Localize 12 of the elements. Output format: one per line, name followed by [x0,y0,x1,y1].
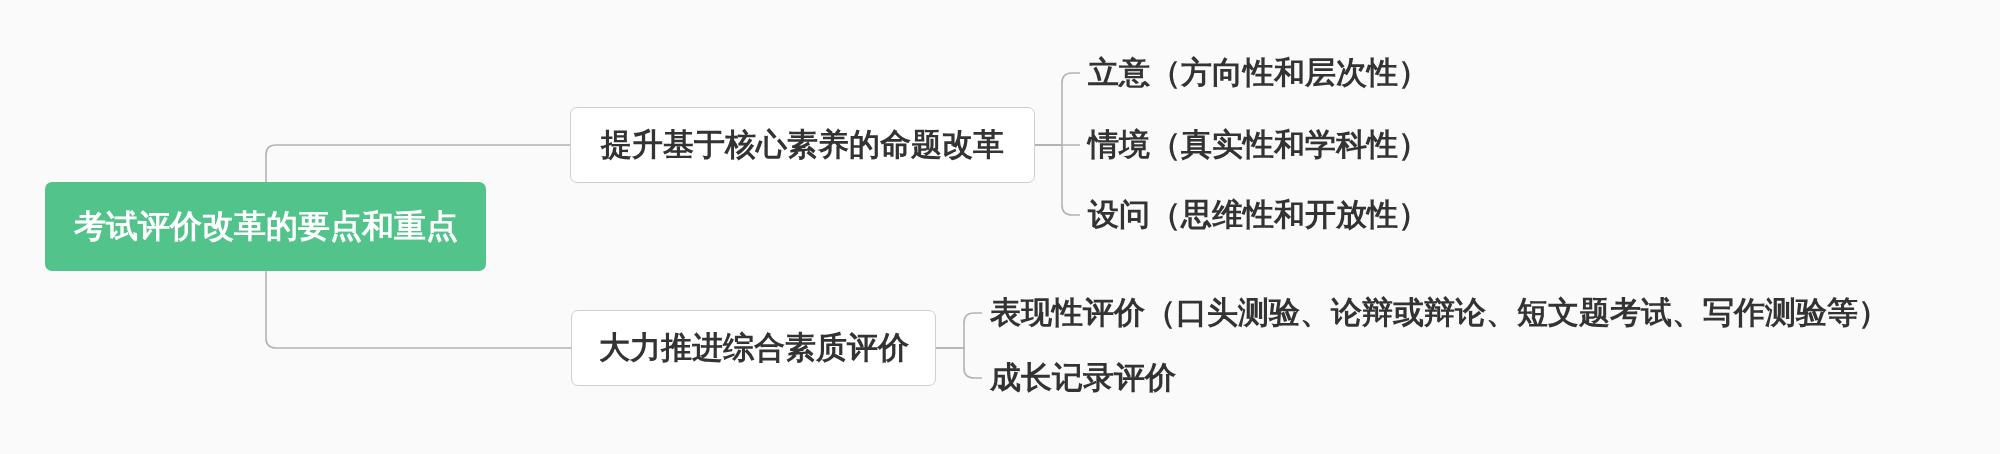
connector-line [1034,144,1081,216]
connector-line [265,144,571,183]
connector-line [265,270,572,349]
topic-box: 考试评价改革的要点和重点 [45,182,486,271]
branch-text: 立意（方向性和层次性） [1080,53,1429,93]
subtopic-box: 提升基于核心素养的命题改革 [570,107,1035,183]
connector-line [935,347,983,379]
branch-text: 情境（真实性和学科性） [1080,125,1429,165]
branch-text: 成长记录评价 [982,358,1176,398]
branch-text: 表现性评价（口头测验、论辩或辩论、短文题考试、写作测验等） [982,293,1889,333]
subtopic-box: 大力推进综合素质评价 [571,310,936,386]
branch-text: 设问（思维性和开放性） [1080,195,1429,235]
